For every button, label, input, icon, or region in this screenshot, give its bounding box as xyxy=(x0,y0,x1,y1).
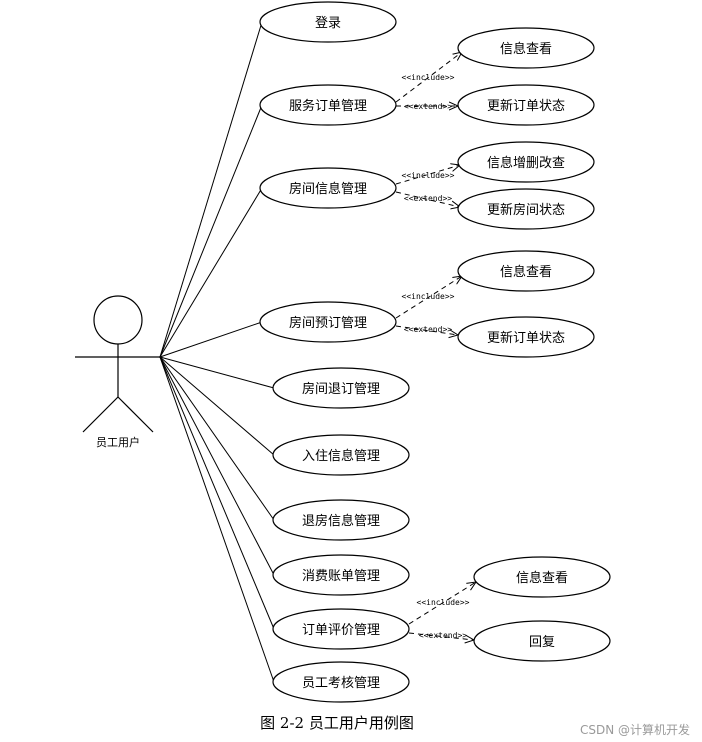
use-case-label: 房间退订管理 xyxy=(302,381,380,397)
sub-use-case-so-view: 信息查看 xyxy=(457,27,595,69)
dependency-line xyxy=(395,325,458,335)
sub-use-case-or-view: 信息查看 xyxy=(473,556,611,598)
dependency-line xyxy=(395,276,462,319)
use-case-checkin-info: 入住信息管理 xyxy=(272,434,410,476)
dependency-line xyxy=(395,165,460,185)
stereotype-label: <<include>> xyxy=(402,171,455,180)
use-case-label: 入住信息管理 xyxy=(302,448,380,464)
sub-use-case-label: 信息查看 xyxy=(500,41,552,57)
sub-use-cases: 信息查看 更新订单状态 信息增删改查 更新房间状态 信息查看 更新订单状态 信息… xyxy=(457,27,611,662)
association-line xyxy=(159,356,275,389)
sub-use-case-label: 更新订单状态 xyxy=(487,98,565,114)
dependency-line xyxy=(395,52,462,103)
sub-use-case-label: 信息增删改查 xyxy=(487,155,565,171)
use-case-checkout-info: 退房信息管理 xyxy=(272,499,410,541)
primary-use-cases: 登录 服务订单管理 房间信息管理 房间预订管理 房间退订管理 入住信息管理 退房… xyxy=(259,1,410,703)
use-case-staff-assessment: 员工考核管理 xyxy=(272,661,410,703)
stereotype-label: <<extend>> xyxy=(404,194,452,203)
stereotype-label: <<include>> xyxy=(417,598,470,607)
dependency-line xyxy=(395,191,460,207)
stereotype-label: <<include>> xyxy=(402,73,455,82)
association-line xyxy=(159,356,275,521)
use-case-label: 登录 xyxy=(315,16,341,31)
actor-figure: 员工用户 xyxy=(75,295,160,449)
sub-use-case-label: 更新房间状态 xyxy=(487,202,565,218)
sub-use-case-label: 更新订单状态 xyxy=(487,330,565,346)
association-lines xyxy=(159,21,275,683)
actor-right-leg xyxy=(117,396,154,433)
use-case-label: 房间预订管理 xyxy=(289,315,367,331)
actor-name: 员工用户 xyxy=(96,435,140,449)
actor-head xyxy=(93,295,143,345)
association-line xyxy=(159,187,263,358)
dependency-lines xyxy=(395,52,476,640)
stereotype-label: <<include>> xyxy=(402,292,455,301)
dependency-line xyxy=(408,632,474,640)
use-case-label: 服务订单管理 xyxy=(289,98,367,114)
stereotype-label: <<extend>> xyxy=(419,631,467,640)
association-line xyxy=(159,356,275,456)
sub-use-case-rb-view: 信息查看 xyxy=(457,250,595,292)
sub-use-case-ri-crud: 信息增删改查 xyxy=(457,141,595,183)
sub-use-case-ri-update: 更新房间状态 xyxy=(457,188,595,230)
use-case-service-order: 服务订单管理 xyxy=(259,84,397,126)
dependency-line xyxy=(408,582,476,625)
use-case-label: 退房信息管理 xyxy=(302,513,380,529)
association-line xyxy=(159,356,275,683)
watermark: CSDN @计算机开发 xyxy=(580,722,690,737)
stereotype-label: <<extend>> xyxy=(404,325,452,334)
association-line xyxy=(159,21,263,358)
stereotype-label: <<extend>> xyxy=(404,102,452,111)
actor-left-leg xyxy=(82,396,119,433)
sub-use-case-or-reply: 回复 xyxy=(473,620,611,662)
use-case-order-review: 订单评价管理 xyxy=(272,608,410,650)
use-case-room-cancel: 房间退订管理 xyxy=(272,367,410,409)
use-case-billing: 消费账单管理 xyxy=(272,554,410,596)
sub-use-case-label: 回复 xyxy=(529,635,555,650)
use-case-label: 消费账单管理 xyxy=(302,569,380,584)
figure-caption: 图 2-2 员工用户用例图 xyxy=(260,714,414,732)
use-case-label: 房间信息管理 xyxy=(289,181,367,197)
use-case-room-booking: 房间预订管理 xyxy=(259,301,397,343)
sub-use-case-rb-update: 更新订单状态 xyxy=(457,316,595,358)
stereotype-labels: <<include>> <<extend>> <<include>> <<ext… xyxy=(402,73,470,640)
sub-use-case-label: 信息查看 xyxy=(516,570,568,586)
use-case-label: 员工考核管理 xyxy=(302,676,380,691)
association-line xyxy=(159,321,263,358)
sub-use-case-so-update: 更新订单状态 xyxy=(457,84,595,126)
association-line xyxy=(159,356,275,576)
use-case-room-info: 房间信息管理 xyxy=(259,167,397,209)
use-case-login: 登录 xyxy=(259,1,397,43)
sub-use-case-label: 信息查看 xyxy=(500,264,552,280)
association-line xyxy=(159,356,275,630)
association-line xyxy=(159,104,263,358)
use-case-label: 订单评价管理 xyxy=(302,623,380,638)
